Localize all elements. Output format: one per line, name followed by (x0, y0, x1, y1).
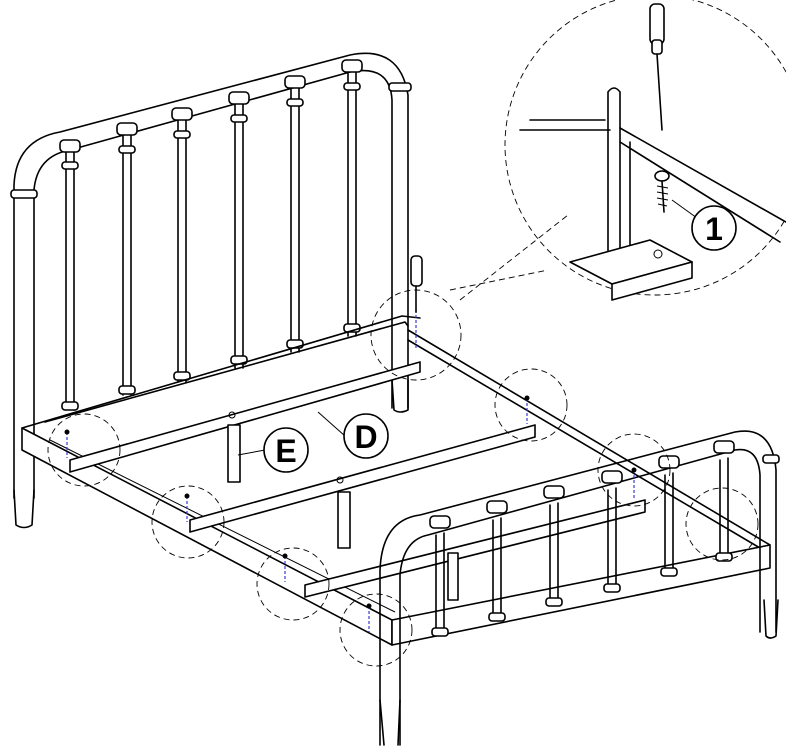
zoom-detail (449, 0, 786, 301)
footboard (379, 430, 780, 746)
support-legs-e (227, 424, 459, 601)
screwdriver-icon (410, 255, 423, 313)
callout-1: 1 (691, 205, 737, 251)
label-1: 1 (705, 211, 723, 247)
screw-markers (64, 310, 637, 632)
screw-icon (64, 429, 70, 458)
callout-d: D (317, 411, 389, 459)
detail-circles (47, 289, 759, 667)
screw-icon (282, 553, 288, 582)
label-d: D (354, 419, 377, 455)
screw-icon (524, 395, 530, 424)
callout-e: E (237, 427, 309, 473)
label-e: E (275, 433, 296, 469)
screwdriver-icon (649, 3, 665, 131)
screw-icon (184, 493, 190, 522)
screw-icon (654, 170, 670, 213)
bed-frame-rails (21, 315, 771, 646)
screw-icon (366, 603, 372, 632)
screw-icon (631, 467, 637, 498)
headboard-spindles (59, 59, 363, 411)
slat-d (69, 361, 646, 598)
footboard-spindles (429, 440, 735, 637)
